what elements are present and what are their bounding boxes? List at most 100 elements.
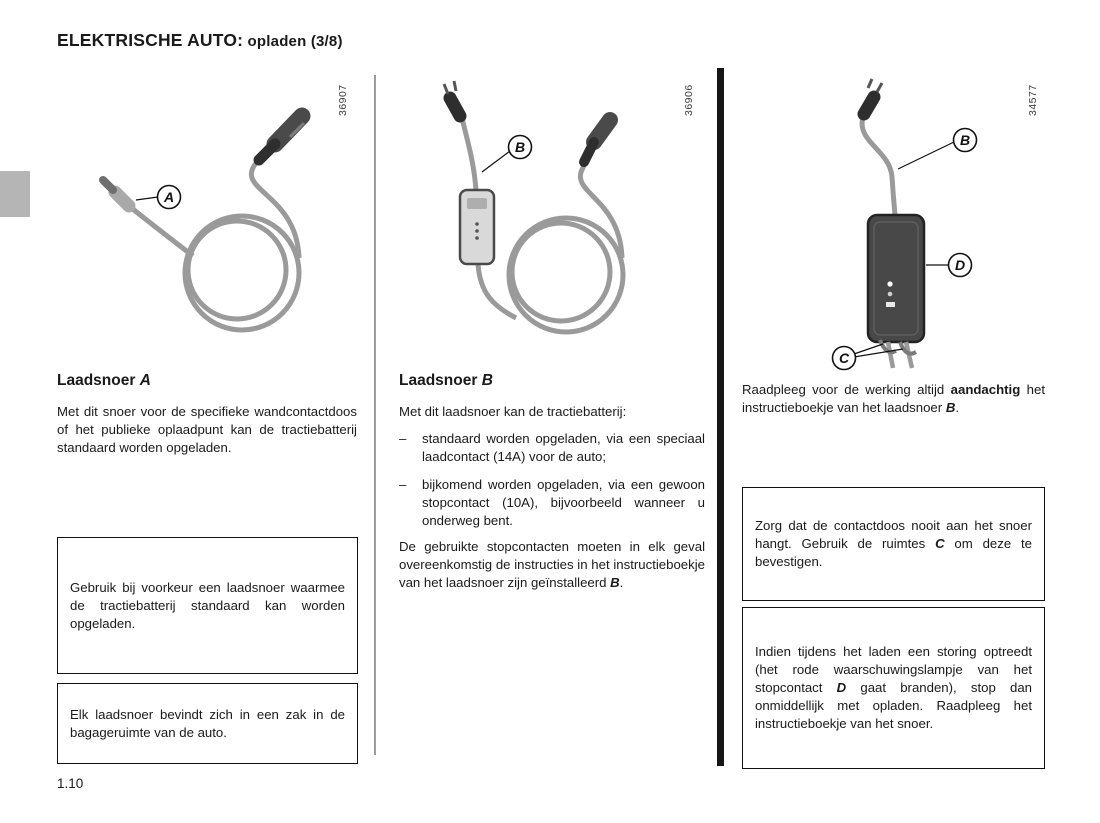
page-number: 1.10	[57, 776, 84, 791]
column3-paragraph-ref: B	[945, 400, 956, 415]
charging-control-box	[866, 213, 926, 344]
column1-note-box-2-text: Elk laadsnoer bevindt zich in een zak in…	[70, 706, 345, 740]
column1-heading-text: Laadsnoer	[57, 372, 140, 389]
indicator-dot	[475, 229, 479, 233]
cable-segment	[248, 160, 302, 259]
column3-paragraph: Raadpleeg voor de werking altijd aandach…	[742, 381, 1045, 417]
column1-note-box-1-text: Gebruik bij voorkeur een laadsnoer waarm…	[70, 579, 345, 631]
figure-cable-b: B	[398, 78, 703, 368]
callout-b-leader	[897, 141, 955, 170]
column2-paragraph-2-ref: B	[610, 575, 620, 590]
figure-cable-a: A	[57, 78, 362, 368]
column2-paragraph-2: De gebruikte stopcontacten moeten in elk…	[399, 538, 705, 592]
callout-d-circle	[947, 252, 973, 278]
column3-paragraph-text-1: Raadpleeg voor de werking altijd	[742, 382, 951, 397]
cable-segment	[127, 204, 195, 258]
callout-b-circle	[952, 127, 978, 153]
callout-a-circle	[156, 184, 182, 210]
column3-box2-text-2: gaat branden), stop dan onmiddellijk met…	[755, 680, 1032, 731]
column2-bullet-1-text: standaard worden opgeladen, via een spec…	[422, 431, 705, 464]
column3-box2-ref: D	[836, 680, 847, 695]
bullet-dash: –	[399, 431, 407, 446]
column2-heading: Laadsnoer B	[399, 372, 705, 390]
column1-heading-ref: A	[139, 372, 151, 389]
column3-note-box-1: Zorg dat de contactdoos nooit aan het sn…	[742, 487, 1045, 601]
plug-prong	[442, 83, 450, 95]
column3-box1-text-1: Zorg dat de contactdoos nooit aan het sn…	[755, 518, 1032, 551]
column1-note-box-2: Elk laadsnoer bevindt zich in een zak in…	[57, 683, 358, 764]
column3-paragraph-text-2: het instructieboekje van het laadsnoer	[742, 382, 1046, 415]
vehicle-connector-tip	[253, 138, 281, 166]
domestic-plug	[857, 90, 881, 121]
cable-coil-outer	[182, 213, 302, 333]
plug-prong	[875, 82, 884, 93]
column3-box2-text-1: Indien tijdens het laden een storing op­…	[755, 644, 1032, 695]
wall-plug-body	[108, 185, 136, 213]
page-title-sub: opladen (3/8)	[243, 33, 343, 50]
indicator-dot	[475, 222, 479, 226]
charging-cable-a-illustration: A	[99, 107, 311, 333]
cable-segment	[859, 116, 898, 216]
wall-plug-tip	[99, 176, 117, 194]
callout-a-label: A	[163, 189, 174, 205]
page-title-main: ELEKTRISCHE AUTO:	[57, 30, 244, 50]
column3-paragraph-bold: aandach­tig	[950, 382, 1021, 397]
callout-c-label: C	[839, 350, 850, 366]
mounting-hook	[878, 339, 897, 355]
plug-prong	[866, 78, 874, 89]
column2-bullet-1: – standaard worden opgeladen, via een sp…	[399, 430, 705, 466]
column1-note-box-1: Gebruik bij voorkeur een laadsnoer waarm…	[57, 537, 358, 674]
charging-unit-illustration: B D C	[831, 78, 978, 371]
column3-note-box-2-text: Indien tijdens het laden een storing op­…	[755, 643, 1032, 733]
cable-segment	[459, 117, 479, 191]
warning-lamp	[887, 281, 893, 287]
control-box-label	[467, 198, 487, 209]
figure-cable-c: B D C	[760, 72, 1060, 372]
column3-paragraph-end: .	[955, 400, 960, 415]
chapter-edge-tab	[0, 171, 30, 217]
cable-coil-outer	[506, 215, 626, 335]
callout-b-circle	[507, 134, 533, 160]
callout-a-leader	[135, 196, 159, 201]
domestic-plug	[443, 91, 467, 123]
callout-d-label: D	[955, 257, 965, 273]
figure-c-reference-number: 34577	[1027, 84, 1039, 116]
cable-segment	[475, 263, 518, 321]
plug-prong	[452, 80, 458, 92]
callout-c-leader	[853, 348, 904, 358]
indicator-lamp	[887, 291, 893, 297]
callout-b-label: B	[960, 132, 970, 148]
column2-paragraph-2-end: .	[619, 575, 624, 590]
indicator-dot	[475, 236, 479, 240]
cable-coil-inner	[509, 220, 613, 324]
callout-c-circle	[831, 345, 857, 371]
charging-cable-b-illustration: B	[442, 80, 626, 335]
column-divider-thin	[374, 75, 376, 755]
page-title: ELEKTRISCHE AUTO: opladen (3/8)	[57, 30, 343, 51]
charging-control-box-panel	[873, 221, 919, 336]
column2-paragraph-2-text: De gebruikte stopcontacten moeten in elk…	[399, 539, 705, 590]
cable-end	[885, 341, 896, 369]
vehicle-connector-tip	[579, 137, 599, 167]
column-divider-thick	[717, 68, 724, 766]
column2-intro: Met dit laadsnoer kan de tractiebatterij…	[399, 404, 627, 419]
callout-b-label: B	[515, 139, 525, 155]
column3-box1-ref: C	[935, 536, 945, 551]
callout-b-leader	[481, 150, 511, 173]
column2-bullet-2: – bijkomend worden opgeladen, via een ge…	[399, 476, 705, 530]
column2-heading-text: Laadsnoer	[399, 372, 482, 389]
column2-heading-ref: B	[481, 372, 493, 389]
column3-note-box-2: Indien tijdens het laden een storing op­…	[742, 607, 1045, 769]
column3-box1-text-2: om deze te bevestigen.	[755, 536, 1032, 569]
column1-paragraph: Met dit snoer voor de specifieke wandcon…	[57, 404, 357, 455]
vehicle-connector	[266, 107, 311, 153]
cable-segment	[577, 164, 625, 259]
connector-highlight	[288, 121, 306, 139]
figure-a-reference-number: 36907	[337, 84, 349, 116]
mounting-hook	[898, 341, 918, 356]
bullet-dash: –	[399, 477, 407, 492]
cable-coil-inner	[185, 218, 289, 322]
figure-b-reference-number: 36906	[683, 84, 695, 116]
column1-heading: Laadsnoer A	[57, 372, 357, 390]
column2-bullet-2-text: bijkomend worden opgeladen, via een gewo…	[422, 477, 705, 528]
